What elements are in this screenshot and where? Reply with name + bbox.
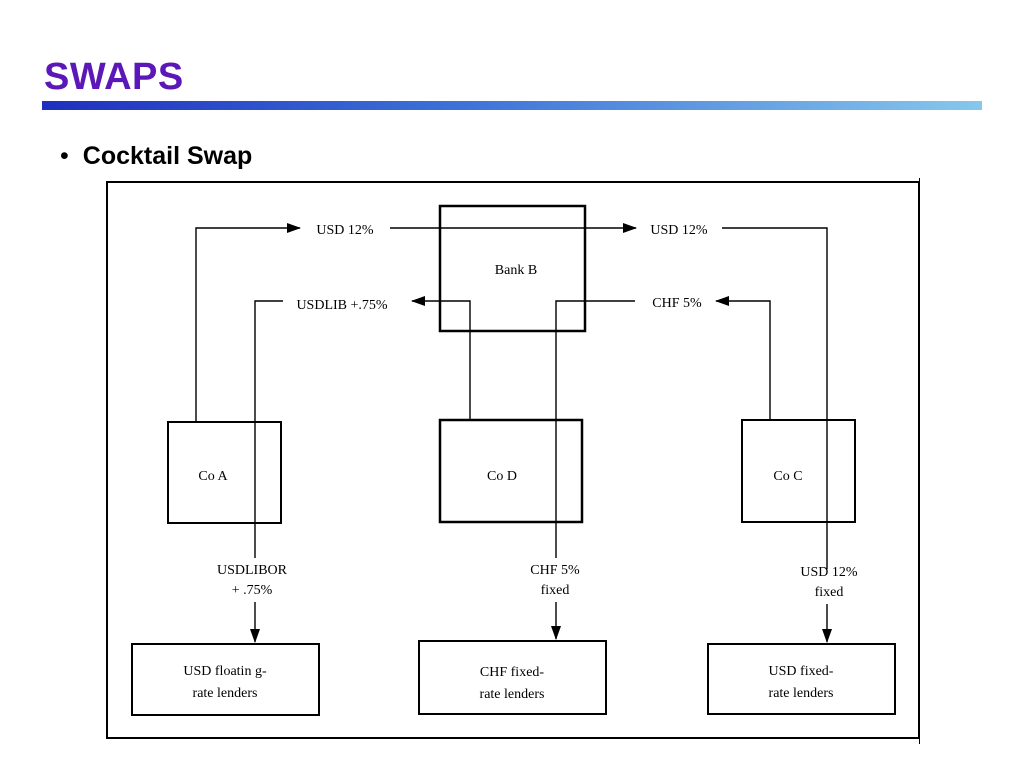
co-d-box — [438, 418, 584, 524]
co-c-box — [741, 419, 856, 523]
flow-label-d-to-lenders-line1: CHF 5% — [530, 563, 580, 578]
slide-title: SWAPS — [44, 56, 184, 98]
chf-fixed-lenders-line2: rate lenders — [480, 687, 545, 702]
co-a-box — [167, 421, 282, 524]
bullet-text: Cocktail Swap — [82, 142, 253, 170]
diagram-frame-edge — [919, 178, 920, 744]
co-a-label: Co A — [198, 469, 228, 484]
usd-fixed-lenders-line1: USD fixed- — [769, 664, 834, 679]
usd-floating-lenders-line2: rate lenders — [193, 686, 258, 701]
flow-label-c-to-lenders-line1: USD 12% — [800, 565, 858, 580]
flow-label-a-to-lenders-line1: USDLIBOR — [217, 563, 288, 578]
flow-line-chf-to-d — [555, 300, 635, 558]
chf-fixed-lenders-line1: CHF fixed- — [480, 665, 545, 680]
flow-line-to-c — [722, 227, 828, 569]
bullet-item: • Cocktail Swap — [60, 142, 252, 171]
bank-b-label: Bank B — [495, 263, 537, 278]
usd-fixed-lenders-box — [707, 643, 896, 715]
flow-label-c-to-bank: CHF 5% — [652, 296, 702, 311]
flow-line-c-to-bank — [740, 300, 771, 420]
flow-label-bank-to-a: USDLIB +.75% — [296, 298, 387, 313]
chf-fixed-lenders-box — [418, 640, 607, 715]
usd-fixed-lenders-line2: rate lenders — [769, 686, 834, 701]
flow-line-bank-to-a — [436, 300, 471, 420]
flow-label-d-to-lenders-line2: fixed — [541, 583, 570, 598]
flow-label-c-to-lenders-line2: fixed — [815, 585, 844, 600]
flow-line-a-downstream — [254, 300, 283, 558]
usd-floating-lenders-line1: USD floatin g- — [183, 664, 267, 679]
usd-floating-lenders-box — [131, 643, 320, 716]
flow-line-a-to-bank — [195, 227, 276, 422]
flow-label-a-to-lenders-line2: + .75% — [232, 583, 273, 598]
bullet-dot-icon: • — [60, 142, 69, 170]
flow-label-bank-to-c: USD 12% — [650, 223, 708, 238]
bank-b-box — [438, 204, 587, 333]
co-c-label: Co C — [773, 469, 802, 484]
title-underline-bar — [42, 101, 982, 110]
flow-label-a-to-bank: USD 12% — [316, 223, 374, 238]
co-d-label: Co D — [487, 469, 517, 484]
